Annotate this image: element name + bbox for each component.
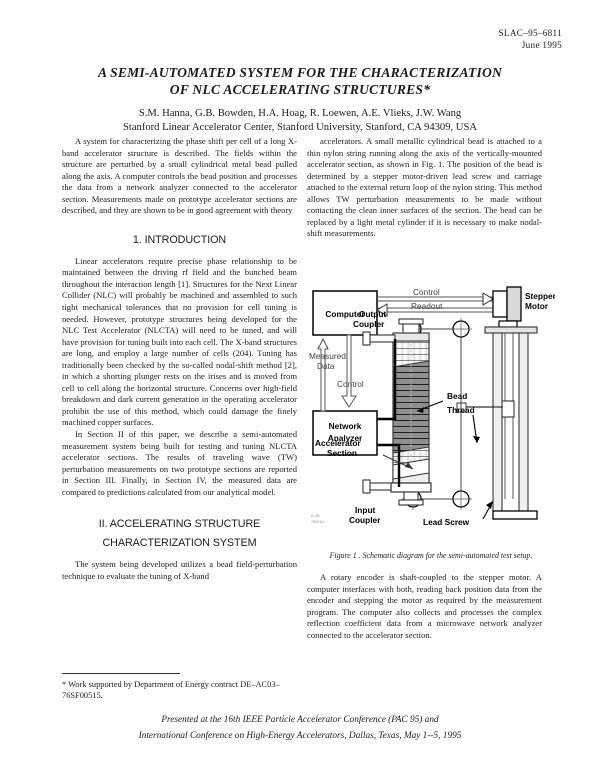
- footnote-funding: * Work supported by Department of Energy…: [62, 680, 280, 700]
- computer-block: Computer: [312, 290, 378, 336]
- output-coupler: [362, 318, 430, 346]
- author-list: S.M. Hanna, G.B. Bowden, H.A. Hoag, R. L…: [138, 108, 462, 119]
- control-label-left: Control: [337, 379, 364, 389]
- paper-title-line-2: OF NLC ACCELERATING STRUCTURES*: [169, 82, 431, 97]
- measured-data-label-line-1: Measured: [309, 351, 346, 361]
- control-readout-lines: [376, 292, 494, 317]
- output-coupler-label-line-2: Coupler: [353, 319, 385, 329]
- report-number: SLAC–95–6811: [498, 28, 562, 38]
- footnote-rule: [62, 673, 180, 674]
- control-label-top: Control: [413, 287, 440, 297]
- network-analyzer-label-line-1: Network: [329, 421, 362, 431]
- callout-leaders: [382, 400, 494, 520]
- left-column: A system for characterizing the phase sh…: [62, 136, 297, 582]
- right-column-lower: A rotary encoder is shaft-coupled to the…: [307, 572, 542, 641]
- output-coupler-label-line-1: Output: [359, 309, 386, 319]
- abstract-paragraph: A system for characterizing the phase sh…: [62, 136, 297, 216]
- bead-label: Bead: [447, 391, 467, 401]
- accelerator-section-label-line-1: Accelerator: [315, 438, 361, 448]
- lead-screw-label: Lead Screw: [423, 517, 470, 527]
- introduction-paragraph-1: Linear accelerators require precise phas…: [62, 255, 297, 428]
- paper-title-line-1: A SEMI-AUTOMATED SYSTEM FOR THE CHARACTE…: [97, 65, 503, 80]
- thread-label: Thread: [447, 405, 475, 415]
- network-analyzer-label-line-2: Analyzer: [328, 433, 363, 443]
- accelerator-section-label-line-2: Section: [327, 448, 357, 458]
- network-analyzer-block: Network Analyzer: [312, 410, 378, 456]
- section-heading-introduction: 1. INTRODUCTION: [132, 233, 227, 246]
- characterization-paragraph-1: The system being developed utilizes a be…: [62, 559, 297, 581]
- support-frame: [484, 326, 538, 520]
- conference-footer: Presented at the 16th IEEE Particle Acce…: [40, 713, 560, 744]
- figure-stamp-line-1: 6–95: [311, 514, 320, 518]
- rf-cables: [377, 339, 401, 487]
- right-paragraph-1: accelerators. A small metallic cylindric…: [307, 136, 542, 239]
- computer-label: Computer: [325, 309, 365, 319]
- measured-data-arrow: [317, 337, 329, 412]
- control-arrow-down: [341, 334, 357, 408]
- input-coupler-label-line-1: Input: [355, 505, 376, 515]
- conference-footer-line-2: International Conference on High-Energy …: [138, 730, 462, 741]
- stepper-motor-label-line-1: Stepper: [525, 291, 555, 301]
- input-coupler-label-line-2: Coupler: [349, 515, 381, 525]
- section-heading-characterization-line-1: II. ACCELERATING STRUCTURE: [98, 518, 261, 531]
- figure-caption: Figure 1 . Schematic diagram for the sem…: [329, 551, 533, 560]
- right-paragraph-2: A rotary encoder is shaft-coupled to the…: [307, 572, 542, 640]
- right-column: accelerators. A small metallic cylindric…: [307, 136, 542, 240]
- stepper-motor: [492, 286, 522, 328]
- measured-data-label-line-2: Data: [317, 361, 335, 371]
- figure-schematic-diagram: Computer Network Analyzer Measured Data …: [307, 283, 555, 538]
- section-heading-characterization-line-2: CHARACTERIZATION SYSTEM: [102, 537, 257, 550]
- affiliation: Stanford Linear Accelerator Center, Stan…: [123, 122, 477, 133]
- title-block: A SEMI-AUTOMATED SYSTEM FOR THE CHARACTE…: [40, 64, 560, 135]
- report-date: June 1995: [521, 40, 562, 50]
- readout-label: Readout: [411, 301, 443, 311]
- introduction-paragraph-2: In Section II of this paper, we describe…: [62, 429, 297, 497]
- stepper-motor-label-line-2: Motor: [525, 301, 549, 311]
- figure-stamp-line-2: 7902A1: [311, 520, 325, 524]
- lead-screw-shaft: [501, 333, 515, 499]
- conference-footer-line-1: Presented at the 16th IEEE Particle Acce…: [161, 715, 439, 725]
